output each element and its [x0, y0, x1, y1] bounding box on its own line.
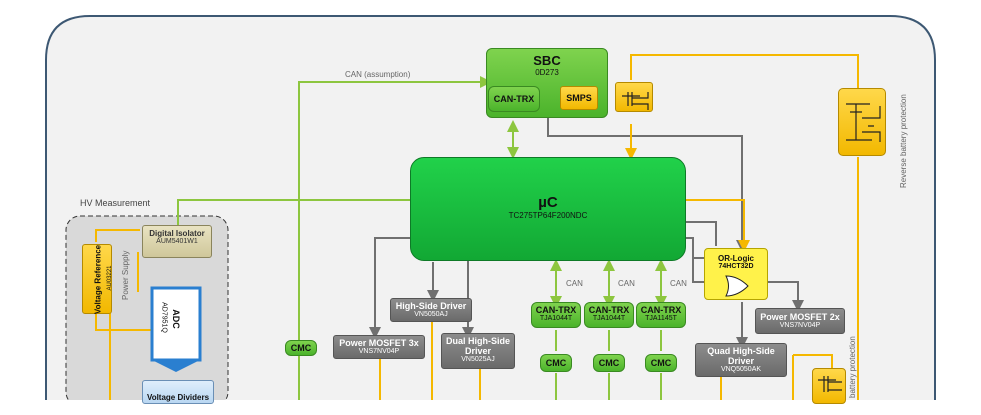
- dual-high-side-driver-block: Dual High-Side Driver VN5025AJ: [441, 333, 515, 369]
- orlogic-title: OR-Logic: [718, 254, 754, 263]
- reverse-battery-mosfet-block: [838, 88, 886, 156]
- can-label-3: CAN: [670, 279, 687, 288]
- cmc-block-3: CMC: [645, 354, 677, 372]
- smps-mosfet-block: [615, 82, 653, 112]
- dual-hs-title: Dual High-Side Driver: [445, 336, 510, 356]
- adc-block: ADC AD7951Q: [158, 296, 194, 352]
- can-assumption-label: CAN (assumption): [345, 70, 411, 79]
- cmc-block-2: CMC: [593, 354, 625, 372]
- cantrx-2-part: TJA1044T: [592, 315, 626, 322]
- can-trx-block-2: CAN-TRX TJA1044T: [584, 302, 634, 328]
- cantrx-1-part: TJA1044T: [539, 315, 573, 322]
- can-trx-block-3: CAN-TRX TJA1145T: [636, 302, 686, 328]
- adc-title: ADC: [171, 309, 181, 329]
- pmos2-title: Power MOSFET 2x: [760, 312, 840, 322]
- cantrx-3-title: CAN-TRX: [640, 305, 682, 315]
- power-mosfet-3x-block: Power MOSFET 3x VNS7NV04P: [333, 335, 425, 359]
- adc-part: AD7951Q: [160, 302, 168, 333]
- battery-protection-mosfet-block: [812, 368, 846, 404]
- can-label-1: CAN: [566, 279, 583, 288]
- sbc-title: SBC: [533, 53, 561, 68]
- cantrx-2-title: CAN-TRX: [588, 305, 630, 315]
- vref-title: Voltage Reference: [93, 244, 103, 315]
- hv-measurement-title: HV Measurement: [80, 198, 151, 208]
- isolator-part: AUM5401W1: [156, 238, 198, 245]
- cmc-block-left: CMC: [285, 340, 317, 356]
- dual-hs-part: VN5025AJ: [461, 356, 495, 363]
- pmos2-part: VNS7NV04P: [779, 322, 821, 329]
- voltage-reference-block: Voltage Reference AU03221: [82, 244, 113, 315]
- sbc-part: 0D273: [535, 68, 559, 77]
- quad-high-side-driver-block: Quad High-Side Driver VNQ5050AK: [695, 343, 787, 377]
- or-logic-block: OR-Logic 74HCT32D: [704, 248, 768, 300]
- sbc-smps: SMPS: [560, 86, 598, 110]
- cmc-block-1: CMC: [540, 354, 572, 372]
- can-label-2: CAN: [618, 279, 635, 288]
- power-mosfet-2x-block: Power MOSFET 2x VNS7NV04P: [755, 308, 845, 334]
- voltage-dividers-block: Voltage Dividers: [142, 380, 214, 404]
- hs-driver-part: VN5050AJ: [414, 311, 448, 318]
- reverse-battery-label: Reverse battery protection: [899, 94, 908, 188]
- cantrx-1-title: CAN-TRX: [535, 305, 577, 315]
- hs-driver-title: High-Side Driver: [395, 301, 467, 311]
- pmos3-title: Power MOSFET 3x: [339, 338, 419, 348]
- microcontroller-block: µC TC275TP64F200NDC: [410, 157, 686, 261]
- vref-part: AU03221: [107, 265, 113, 291]
- quad-hs-part: VNQ5050AK: [720, 366, 762, 373]
- uc-title: µC: [538, 194, 558, 211]
- pmos3-part: VNS7NV04P: [358, 348, 400, 355]
- cantrx-3-part: TJA1145T: [645, 315, 677, 322]
- power-supply-label: Power Supply: [121, 250, 130, 300]
- battery-protection-label: battery protection: [848, 336, 857, 398]
- orlogic-part: 74HCT32D: [718, 263, 754, 270]
- adc-shape: [150, 286, 202, 372]
- quad-hs-title: Quad High-Side Driver: [707, 346, 775, 366]
- isolator-title: Digital Isolator: [149, 229, 205, 238]
- sbc-can-trx: CAN-TRX: [488, 86, 540, 112]
- can-trx-block-1: CAN-TRX TJA1044T: [531, 302, 581, 328]
- uc-part: TC275TP64F200NDC: [508, 211, 588, 220]
- digital-isolator-block: Digital Isolator AUM5401W1: [142, 225, 212, 258]
- high-side-driver-block: High-Side Driver VN5050AJ: [390, 298, 472, 322]
- architecture-diagram: CAN (assumption) HV Measurement Power Su…: [45, 15, 936, 404]
